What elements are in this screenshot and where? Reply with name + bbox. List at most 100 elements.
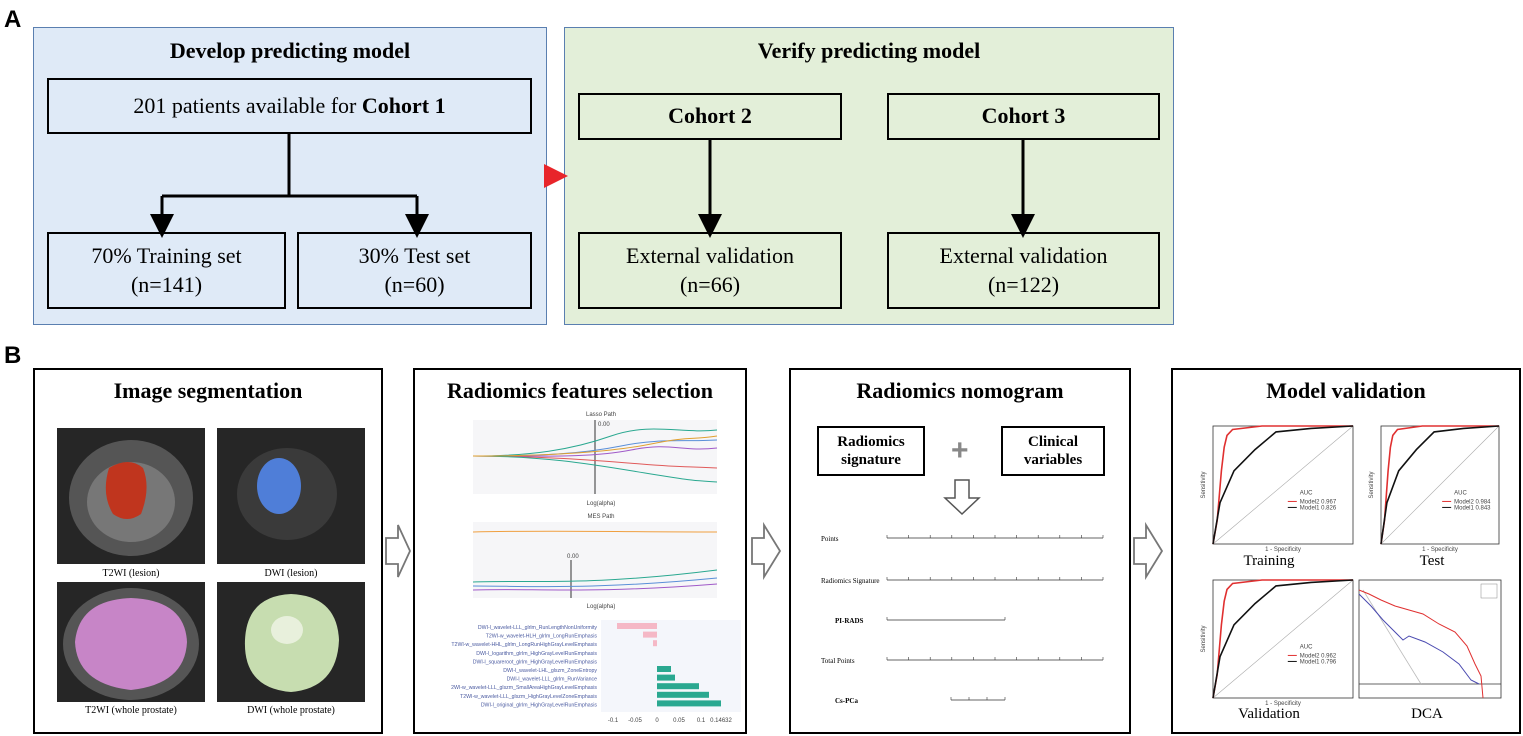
lasso-title: Lasso Path xyxy=(586,412,616,418)
dwi-prostate-caption: DWI (whole prostate) xyxy=(247,705,335,716)
nomogram-panel: Radiomics nomogram Radiomics signature +… xyxy=(789,368,1131,734)
roc-x-axis-label: 1 - Specificity xyxy=(1422,547,1458,553)
nomogram-row-label: Radiomics Signature xyxy=(821,577,880,585)
coefficient-bar xyxy=(657,674,675,681)
t2wi-lesion-image xyxy=(57,428,205,564)
feature-label: DWI-l_squareroot_glrlm_HighGrayLevelRunE… xyxy=(473,659,598,665)
lasso-lambda-label: 0.00 xyxy=(598,422,610,428)
external-validation-2-label: External validation xyxy=(626,242,794,268)
roc-curve-model1 xyxy=(1380,425,1500,545)
image-segmentation-title: Image segmentation xyxy=(113,378,303,403)
roc-legend-entry: Model1 0.843 xyxy=(1454,505,1491,511)
plus-sign: + xyxy=(951,434,969,467)
dwi-lesion-caption: DWI (lesion) xyxy=(264,568,318,579)
cohort2-label: Cohort 2 xyxy=(668,103,752,129)
coefficient-bar xyxy=(657,683,699,690)
roc-x-axis-label: 1 - Specificity xyxy=(1265,701,1301,707)
dwi-lesion-image xyxy=(217,428,365,564)
training-set-count: (n=141) xyxy=(130,271,203,297)
validation-caption: Validation xyxy=(1238,706,1300,722)
auc-label: AUC xyxy=(1300,490,1313,496)
roc-legend-entry: Model2 0.984 xyxy=(1454,499,1491,505)
auc-label: AUC xyxy=(1454,490,1467,496)
coef-tick-label: -0.1 xyxy=(608,718,619,724)
test-caption: Test xyxy=(1419,553,1445,569)
coef-tick-label: 0 xyxy=(655,718,659,724)
feature-label: DWI-l_logarithm_glrlm_HighGrayLevelRunEm… xyxy=(476,651,597,657)
t2wi-prostate-caption: T2WI (whole prostate) xyxy=(85,705,177,716)
features-selection-panel: Radiomics features selection Lasso Path … xyxy=(413,368,747,734)
verify-model-title: Verify predicting model xyxy=(757,38,981,63)
cohort1-box: 201 patients available for Cohort 1 xyxy=(47,78,532,134)
dca-caption: DCA xyxy=(1411,706,1443,722)
training-set-box: 70% Training set (n=141) xyxy=(47,232,286,309)
panel-a-connectors xyxy=(150,134,1035,238)
cohort2-box: Cohort 2 xyxy=(578,93,842,140)
dwi-prostate-image xyxy=(217,582,365,702)
roc-legend-entry: Model2 0.967 xyxy=(1300,499,1337,505)
feature-label: DWI-l_wavelet-LLL_glrlm_RunLengthNonUnif… xyxy=(478,625,597,631)
feature-label: DWI-l_wavelet-LHL_glszm_ZoneEntropy xyxy=(503,668,597,674)
roc-legend-entry: Model1 0.826 xyxy=(1300,505,1337,511)
coef-tick-label: 0.1 xyxy=(697,718,706,724)
feature-label: T2WI-w_wavelet-LLL_glszm_HighGrayLevelZo… xyxy=(460,694,597,700)
flow-arrow-2 xyxy=(751,521,782,581)
t2wi-prostate-image xyxy=(57,582,205,702)
radiomics-signature-box: Radiomics signature xyxy=(817,426,925,476)
nomogram-row-label: PI-RADS xyxy=(835,617,863,625)
radiomics-signature-label: Radiomics signature xyxy=(837,434,905,468)
feature-label: DWI-l_original_glrlm_HighGrayLevelRunEmp… xyxy=(481,702,598,708)
dca-all-line xyxy=(1362,589,1422,685)
auc-label: AUC xyxy=(1300,644,1313,650)
dca-legend-box xyxy=(1480,583,1498,599)
cohort1-prefix: 201 patients available for xyxy=(133,92,362,118)
roc-x-axis-label: 1 - Specificity xyxy=(1265,547,1301,553)
external-validation-3-count: (n=122) xyxy=(987,271,1060,297)
roc-y-axis-label: Sensitivity xyxy=(1201,471,1207,498)
dca-curve-model1 xyxy=(1358,593,1480,685)
nomogram-row-label: Cs-PCa xyxy=(835,697,858,705)
features-selection-title: Radiomics features selection xyxy=(447,378,713,403)
coefficient-bar xyxy=(657,691,709,698)
training-set-label: 70% Training set xyxy=(91,242,242,268)
lasso-xlabel: Log(alpha) xyxy=(587,501,616,507)
roc-curve-model1 xyxy=(1212,579,1354,699)
cohort3-label: Cohort 3 xyxy=(981,103,1066,129)
roc-legend-entry: Model1 0.796 xyxy=(1300,659,1337,665)
coef-tick-label: 0.05 xyxy=(673,718,685,724)
training-caption: Training xyxy=(1243,553,1295,569)
flow-arrow-3 xyxy=(1133,521,1164,581)
roc-y-axis-label: Sensitivity xyxy=(1201,625,1207,652)
external-validation-3-label: External validation xyxy=(939,242,1108,268)
feature-label: DWI-l_wavelet-LLL_glrlm_RunVariance xyxy=(507,677,598,683)
cohort1-label: Cohort 1 xyxy=(361,92,446,118)
verify-model-region: Verify predicting model xyxy=(564,27,1174,325)
features-plots: Lasso Path 0.00 Log(alpha) MES Path 0.00… xyxy=(451,412,741,724)
dca-curve-model2 xyxy=(1358,589,1484,699)
coefficient-bar xyxy=(617,623,657,629)
coef-tick-label: 0.14632 xyxy=(710,718,732,724)
test-set-label: 30% Test set xyxy=(358,242,471,268)
dca-plot xyxy=(1358,579,1502,699)
cohort3-box: Cohort 3 xyxy=(887,93,1160,140)
clinical-variables-label: Clinical variables xyxy=(1023,434,1083,468)
roc-y-axis-label: Sensitivity xyxy=(1369,471,1375,498)
coefficient-bar xyxy=(657,700,721,707)
clinical-variables-box: Clinical variables xyxy=(1001,426,1105,476)
nomogram-row-label: Total Points xyxy=(821,657,855,665)
roc-curve-model1 xyxy=(1212,425,1354,545)
t2wi-lesion-caption: T2WI (lesion) xyxy=(102,568,160,579)
external-validation-3-box: External validation (n=122) xyxy=(887,232,1160,309)
nomogram-row-label: Points xyxy=(821,535,839,543)
feature-label: T2WI-w_wavelet-LLL_glszm_SmallAreaHighGr… xyxy=(451,685,597,691)
mse-xlabel: Log(alpha) xyxy=(587,604,616,610)
coef-tick-label: -0.05 xyxy=(628,718,642,724)
external-validation-2-count: (n=66) xyxy=(679,271,741,297)
coefficient-bar xyxy=(657,666,671,672)
